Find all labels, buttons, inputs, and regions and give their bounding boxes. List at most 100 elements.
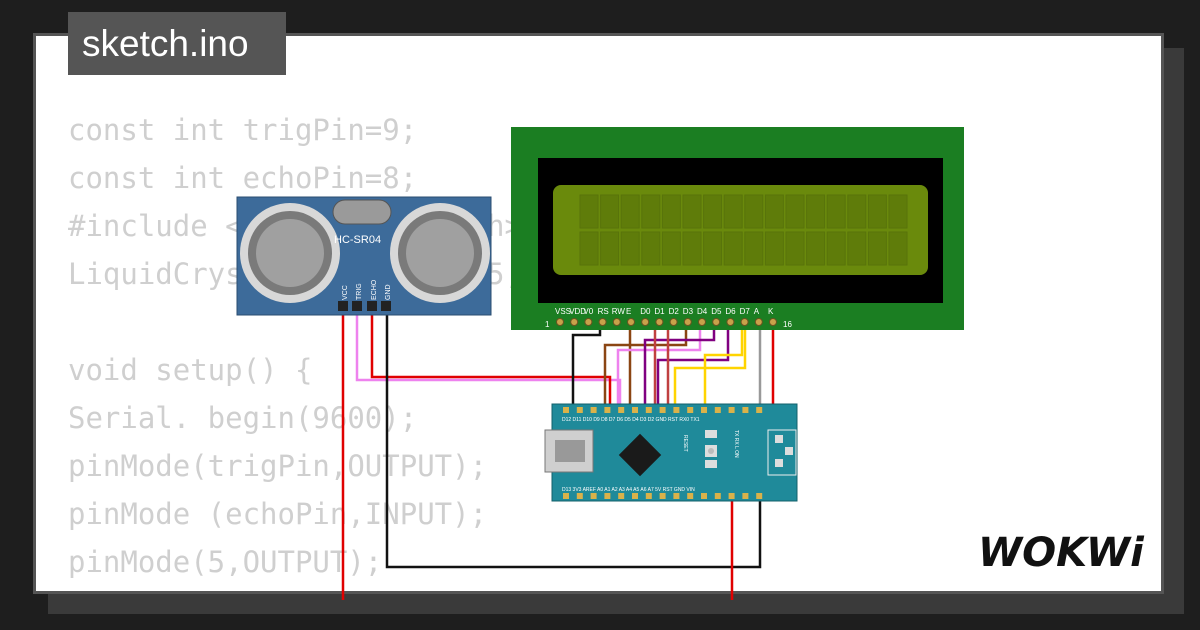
sensor-right-transducer: [390, 203, 490, 303]
arduino-pin[interactable]: [632, 493, 638, 499]
arduino-pin[interactable]: [645, 407, 652, 413]
lcd-cell: [723, 231, 743, 266]
wire-d7: [656, 322, 730, 412]
arduino-pin[interactable]: [701, 493, 707, 499]
arduino-pin[interactable]: [673, 407, 680, 413]
lcd-pin[interactable]: [584, 318, 593, 326]
lcd-pin-label: RW: [612, 307, 626, 316]
arduino-pin[interactable]: [590, 407, 597, 413]
sensor-pin-echo: ECHO: [371, 279, 378, 300]
arduino-pin[interactable]: [742, 493, 749, 499]
lcd-pin[interactable]: [712, 318, 721, 326]
lcd-cell: [703, 231, 723, 266]
arduino-pin[interactable]: [701, 407, 707, 413]
arduino-pin[interactable]: [756, 493, 763, 499]
wire-d5: [616, 322, 702, 412]
wire-gnd: [385, 310, 762, 569]
lcd-pin-label: K: [768, 307, 774, 316]
lcd-pin[interactable]: [669, 318, 678, 326]
arduino-pin[interactable]: [687, 407, 694, 413]
arduino-pin[interactable]: [576, 407, 583, 413]
arduino-pin[interactable]: [645, 493, 652, 499]
lcd-pin[interactable]: [655, 318, 664, 326]
lcd-cell: [806, 231, 826, 266]
arduino-pin[interactable]: [563, 407, 569, 413]
lcd-pin-label: D7: [740, 307, 751, 316]
lcd-cell: [847, 194, 867, 229]
lcd-cell: [888, 231, 908, 266]
lcd-cell: [600, 194, 620, 229]
lcd-pin-label: D5: [711, 307, 722, 316]
lcd-cell: [579, 194, 599, 229]
arduino-pin[interactable]: [659, 407, 666, 413]
arduino-pin[interactable]: [563, 493, 569, 499]
lcd-pin-label: D6: [725, 307, 736, 316]
lcd-pin[interactable]: [627, 318, 635, 326]
code-line[interactable]: const int trigPin=9;: [68, 113, 418, 147]
lcd-pin[interactable]: [570, 318, 579, 326]
sensor-pin-vcc: VCC: [342, 285, 349, 300]
code-line[interactable]: const int echoPin=8;: [68, 161, 418, 195]
lcd-pin-label: D4: [697, 307, 708, 316]
lcd-pin[interactable]: [641, 318, 650, 326]
arduino-pin[interactable]: [632, 407, 638, 413]
arduino-pin[interactable]: [673, 493, 680, 499]
arduino-pin[interactable]: [756, 407, 763, 413]
arduino-reset-label: RESET: [682, 435, 688, 452]
lcd-cell: [764, 231, 784, 266]
code-line[interactable]: Serial. begin(9600);: [68, 401, 418, 435]
arduino-pin[interactable]: [742, 407, 749, 413]
code-line[interactable]: pinMode (echoPin,INPUT);: [68, 497, 488, 531]
hc-sr04-sensor[interactable]: HC-SR04 VCC TRIG ECHO GND: [236, 196, 492, 316]
lcd-pin-first: 1: [545, 320, 550, 329]
lcd-pin[interactable]: [683, 318, 692, 326]
lcd-pin[interactable]: [740, 318, 749, 326]
lcd-cell: [867, 194, 887, 229]
lcd-cell: [785, 231, 805, 266]
lcd-cell: [682, 231, 702, 266]
sensor-model-label: HC-SR04: [334, 234, 381, 246]
lcd-pin[interactable]: [698, 318, 706, 326]
lcd-pin[interactable]: [612, 318, 621, 326]
code-line[interactable]: pinMode(5,OUTPUT);: [68, 545, 383, 579]
sensor-left-transducer: [240, 203, 340, 303]
arduino-pin[interactable]: [728, 493, 735, 499]
lcd-cell: [867, 231, 887, 266]
arduino-pin[interactable]: [687, 493, 694, 499]
lcd-pin[interactable]: [754, 318, 763, 326]
code-line[interactable]: pinMode(trigPin,OUTPUT);: [68, 449, 488, 483]
lcd-pin[interactable]: [726, 318, 735, 326]
arduino-pin[interactable]: [576, 493, 583, 499]
wokwi-logo-text: WOKWi: [978, 530, 1145, 576]
lcd-cell: [661, 194, 681, 229]
wire-trig: [355, 310, 622, 412]
arduino-pin[interactable]: [728, 407, 735, 413]
arduino-pin[interactable]: [604, 407, 611, 413]
lcd-character-cells: [579, 194, 908, 266]
arduino-pin[interactable]: [714, 493, 721, 499]
wokwi-logo: WOKWi: [978, 530, 1145, 576]
lcd-pin[interactable]: [556, 318, 564, 326]
lcd-pin-label: A: [754, 307, 760, 316]
lcd-pin[interactable]: [598, 318, 607, 326]
file-name-tab[interactable]: sketch.ino: [68, 12, 286, 75]
lcd-cell: [641, 194, 661, 229]
arduino-pin[interactable]: [618, 493, 625, 499]
lcd-cell: [620, 231, 640, 266]
arduino-pin[interactable]: [659, 493, 666, 499]
arduino-pin[interactable]: [604, 493, 611, 499]
arduino-pin[interactable]: [590, 493, 597, 499]
lcd-pin[interactable]: [769, 318, 777, 326]
sensor-pin-gnd: GND: [385, 284, 392, 300]
code-line[interactable]: void setup() {: [68, 353, 313, 387]
lcd-pin-label: VSS: [555, 307, 571, 316]
arduino-nano[interactable]: D12 D11 D10 D9 D8 D7 D6 D5 D4 D3 D2 GND …: [544, 403, 798, 502]
lcd-cell: [600, 231, 620, 266]
lcd-cell: [764, 194, 784, 229]
arduino-pin[interactable]: [714, 407, 721, 413]
arduino-bottom-pin-labels: D13 3V3 AREF A0 A1 A2 A3 A4 A5 A6 A7 5V …: [562, 487, 695, 493]
arduino-pin[interactable]: [618, 407, 625, 413]
